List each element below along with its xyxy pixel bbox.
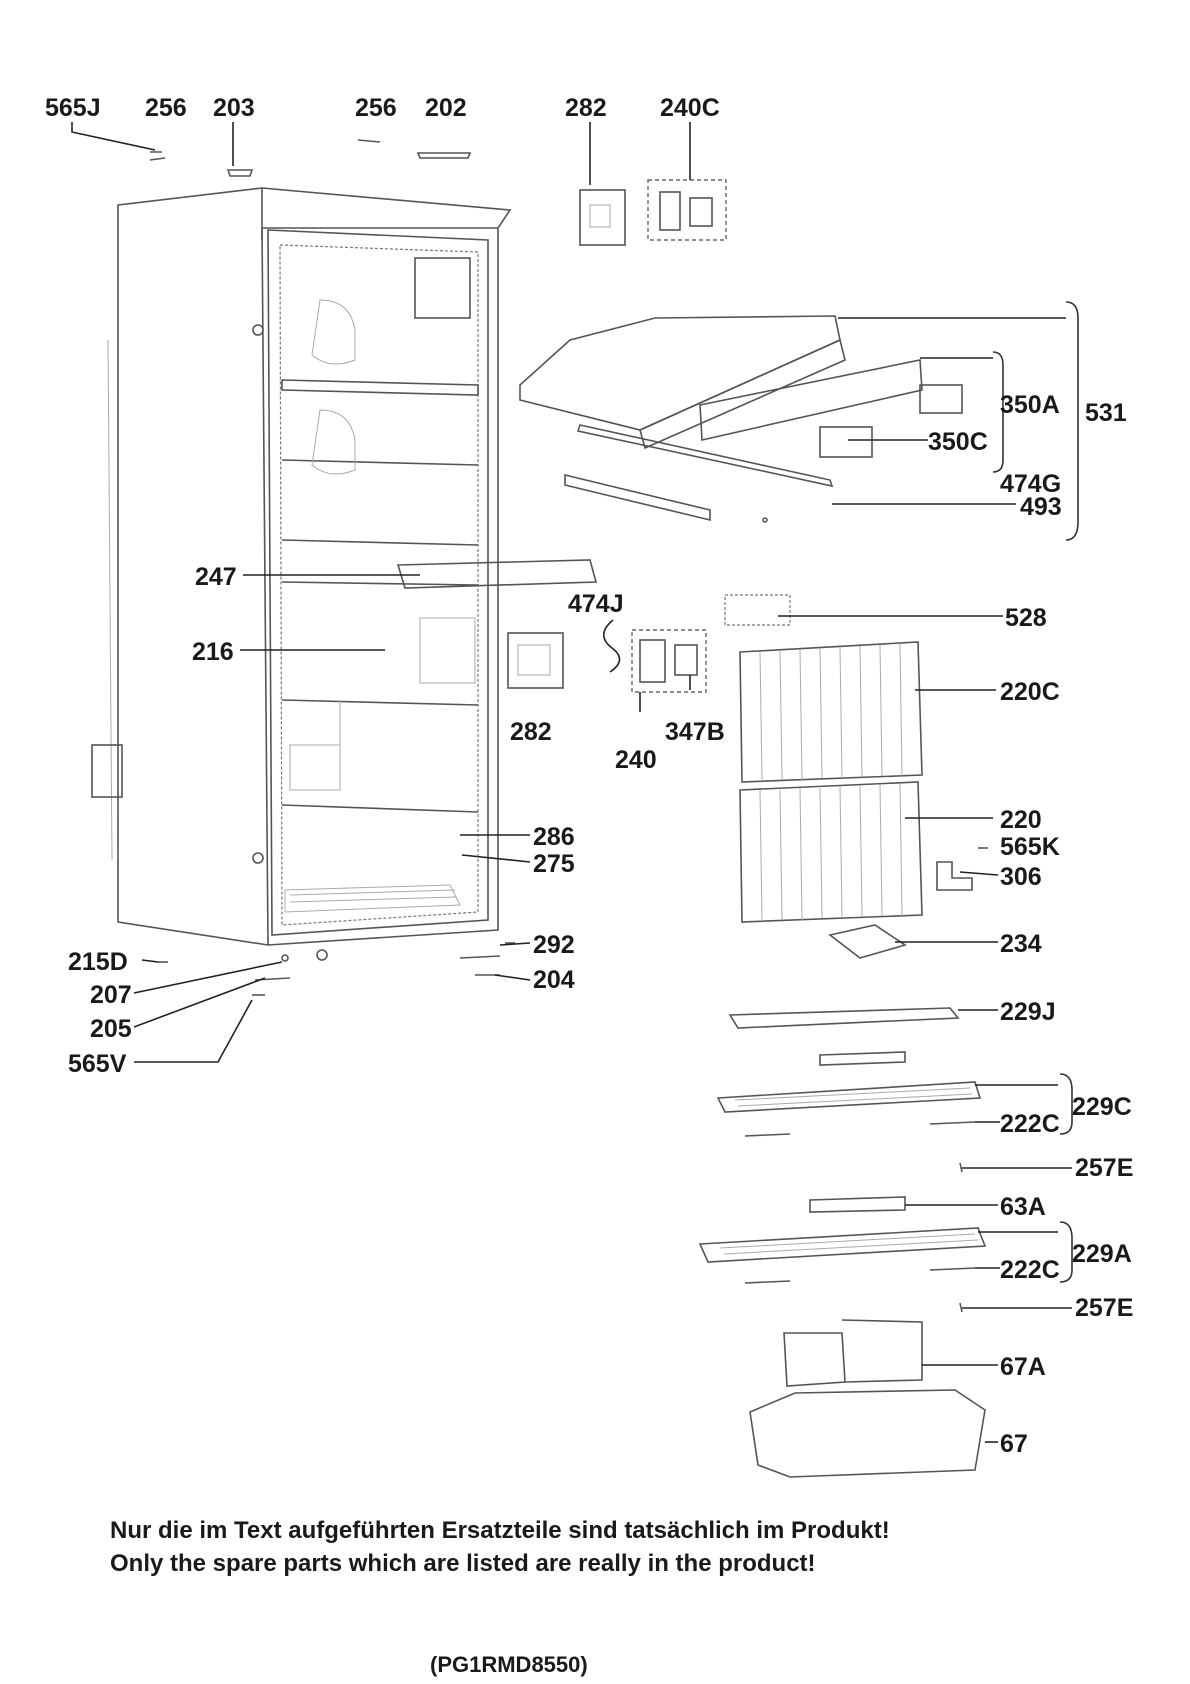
label-229A: 229A: [1072, 1240, 1132, 1268]
label-350A: 350A: [1000, 391, 1060, 419]
label-63A: 63A: [1000, 1193, 1046, 1221]
label-247: 247: [195, 563, 237, 591]
label-220: 220: [1000, 806, 1042, 834]
label-67: 67: [1000, 1430, 1028, 1458]
door-panel-220C: [739, 641, 923, 783]
label-240C: 240C: [660, 94, 720, 122]
disclaimer-english: Only the spare parts which are listed ar…: [110, 1550, 816, 1577]
label-215D: 215D: [68, 948, 128, 976]
label-286: 286: [533, 823, 575, 851]
label-474G: 474G: [1000, 470, 1061, 498]
label-565J-top: 565J: [45, 94, 101, 122]
part-282-mid: [507, 632, 564, 689]
label-256-b: 256: [355, 94, 397, 122]
leader-lines: [71, 122, 1079, 1443]
label-204: 204: [533, 966, 575, 994]
shelf-247: [396, 559, 598, 589]
label-229J: 229J: [1000, 998, 1056, 1026]
label-222C-b: 222C: [1000, 1256, 1060, 1284]
shelf-229C: [716, 1051, 982, 1173]
label-474J: 474J: [568, 590, 624, 618]
model-number: (PG1RMD8550): [430, 1652, 588, 1677]
bottom-hardware: [158, 942, 515, 996]
label-205: 205: [90, 1015, 132, 1043]
label-306: 306: [1000, 863, 1042, 891]
label-216: 216: [192, 638, 234, 666]
crisper-drawer-67: [749, 1389, 986, 1478]
label-222C-a: 222C: [1000, 1110, 1060, 1138]
label-67A: 67A: [1000, 1353, 1046, 1381]
label-282-mid: 282: [510, 718, 552, 746]
label-202: 202: [425, 94, 467, 122]
ice-tray-234: [828, 924, 907, 959]
label-207: 207: [90, 981, 132, 1009]
part-528: [724, 594, 791, 626]
label-565V: 565V: [68, 1050, 127, 1078]
label-203: 203: [213, 94, 255, 122]
disclaimer-german: Nur die im Text aufgeführten Ersatzteile…: [110, 1517, 890, 1544]
label-229C: 229C: [1072, 1093, 1132, 1121]
part-240: [602, 619, 707, 693]
label-257E-b: 257E: [1075, 1294, 1133, 1322]
label-220C: 220C: [1000, 678, 1060, 706]
label-257E-a: 257E: [1075, 1154, 1133, 1182]
top-hardware: [149, 139, 727, 246]
control-panel-assembly: [519, 315, 963, 523]
door-panel-220: [739, 781, 923, 923]
label-292: 292: [533, 931, 575, 959]
shelf-229A: [698, 1196, 987, 1313]
dividers-67A: [783, 1319, 923, 1387]
label-565K: 565K: [1000, 833, 1060, 861]
part-labels: 565J 256 203 256 202 282 240C 350A 531 3…: [45, 94, 1133, 1458]
part-306: [936, 861, 973, 891]
fridge-cabinet: [91, 187, 512, 961]
label-347B: 347B: [665, 718, 725, 746]
shelf-229J: [728, 1007, 960, 1029]
label-282-top: 282: [565, 94, 607, 122]
label-528: 528: [1005, 604, 1047, 632]
label-275: 275: [533, 850, 575, 878]
label-493: 493: [1020, 493, 1062, 521]
label-531: 531: [1085, 399, 1127, 427]
label-256-a: 256: [145, 94, 187, 122]
label-240: 240: [615, 746, 657, 774]
label-350C: 350C: [928, 428, 988, 456]
label-234: 234: [1000, 930, 1042, 958]
